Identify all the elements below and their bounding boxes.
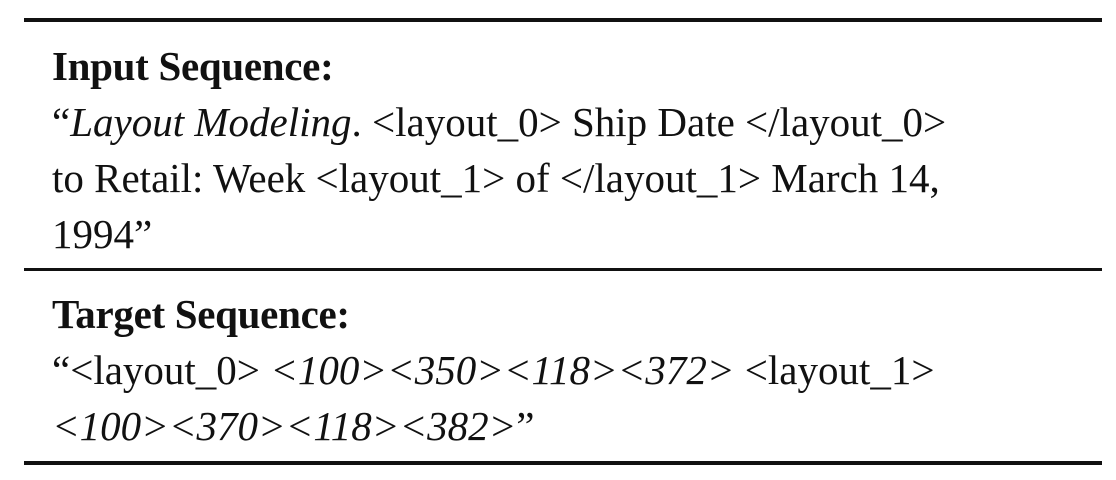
task-name-italic: Layout Modeling [70, 99, 352, 145]
target-sequence-heading: Target Sequence: [52, 291, 350, 337]
input-sequence-line-2: to Retail: Week <layout_1> of </layout_1… [52, 155, 940, 201]
target-close-quote: ” [516, 403, 535, 449]
input-sequence-block: Input Sequence: “Layout Modeling. <layou… [52, 38, 1082, 262]
table-middle-rule [24, 268, 1102, 271]
target-sequence-block: Target Sequence: “<layout_0> <100><350><… [52, 286, 1082, 454]
input-sequence-heading: Input Sequence: [52, 43, 334, 89]
target-line-1-suffix: <layout_1> [734, 347, 935, 393]
target-line-1-prefix: “<layout_0> [52, 347, 271, 393]
target-sequence-line-2: <100><370><118><382>” [52, 398, 1082, 454]
table-top-rule [24, 18, 1102, 22]
input-sequence-line-1: “Layout Modeling. <layout_0> Ship Date <… [52, 94, 1082, 150]
input-line-1-rest: . <layout_0> Ship Date </layout_0> [351, 99, 947, 145]
target-sequence-line-1: “<layout_0> <100><350><118><372> <layout… [52, 342, 1082, 398]
input-open-quote: “ [52, 99, 71, 145]
layout-1-coordinates: <100><370><118><382> [52, 403, 517, 449]
layout-0-coordinates: <100><350><118><372> [270, 347, 735, 393]
table-bottom-rule [24, 461, 1102, 465]
input-sequence-line-3: 1994” [52, 211, 153, 257]
